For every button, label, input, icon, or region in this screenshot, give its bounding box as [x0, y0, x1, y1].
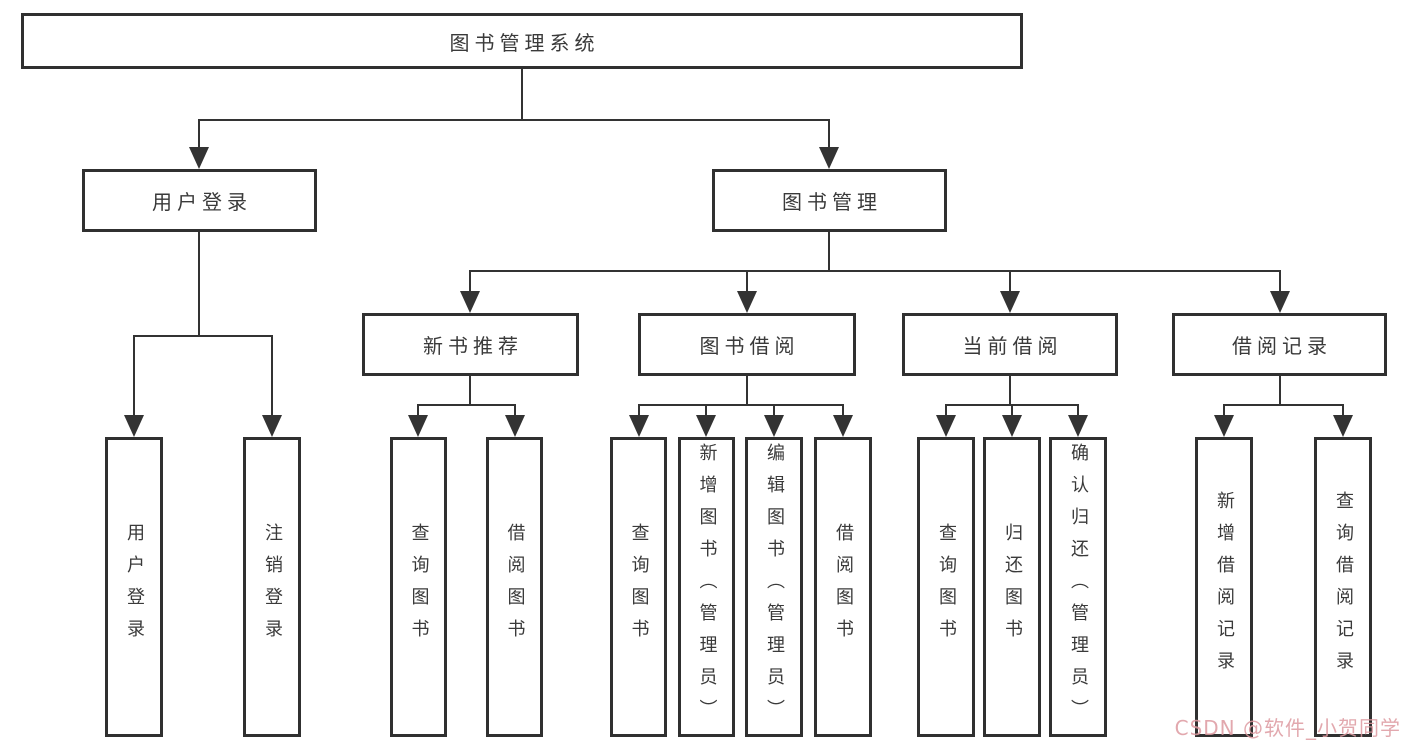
- arrowhead-down: [408, 415, 428, 437]
- arrowhead-down: [833, 415, 853, 437]
- leaf-bb-borrow-book: 借阅图书: [814, 437, 872, 737]
- arrowhead-down: [764, 415, 784, 437]
- connector-line: [133, 335, 135, 417]
- arrowhead-down: [1333, 415, 1353, 437]
- connector-line: [828, 232, 830, 272]
- connector-line: [1009, 270, 1011, 293]
- arrowhead-down: [737, 291, 757, 313]
- leaf-br-add-record: 新增借阅记录: [1195, 437, 1253, 737]
- connector-line: [638, 404, 640, 417]
- connector-line: [705, 404, 707, 417]
- leaf-nb-borrow-book: 借阅图书: [486, 437, 543, 737]
- arrowhead-down: [1002, 415, 1022, 437]
- connector-line: [469, 376, 471, 406]
- leaf-user-login: 用户登录: [105, 437, 163, 737]
- arrowhead-down: [1270, 291, 1290, 313]
- leaf-cb-return-book: 归还图书: [983, 437, 1041, 737]
- connector-line: [514, 404, 516, 417]
- connector-line: [1279, 376, 1281, 406]
- leaf-bb-edit-book-admin: 编辑图书（管理员）: [745, 437, 803, 737]
- leaf-user-logout: 注销登录: [243, 437, 301, 737]
- node-borrow-records: 借阅记录: [1172, 313, 1387, 376]
- arrowhead-down: [1068, 415, 1088, 437]
- leaf-br-query-record: 查询借阅记录: [1314, 437, 1372, 737]
- connector-line: [198, 119, 830, 121]
- connector-line: [133, 335, 273, 337]
- node-root: 图书管理系统: [21, 13, 1023, 69]
- arrowhead-down: [460, 291, 480, 313]
- connector-line: [198, 119, 200, 149]
- connector-line: [469, 270, 1281, 272]
- leaf-bb-query-book: 查询图书: [610, 437, 667, 737]
- connector-line: [1077, 404, 1079, 417]
- connector-line: [469, 270, 471, 293]
- connector-line: [1011, 404, 1013, 417]
- leaf-nb-query-book: 查询图书: [390, 437, 447, 737]
- arrowhead-down: [1000, 291, 1020, 313]
- arrowhead-down: [124, 415, 144, 437]
- leaf-bb-add-book-admin: 新增图书（管理员）: [678, 437, 735, 737]
- connector-line: [828, 119, 830, 149]
- arrowhead-down: [262, 415, 282, 437]
- arrowhead-down: [189, 147, 209, 169]
- arrowhead-down: [505, 415, 525, 437]
- arrowhead-down: [819, 147, 839, 169]
- connector-line: [773, 404, 775, 417]
- leaf-cb-confirm-return-admin: 确认归还（管理员）: [1049, 437, 1107, 737]
- node-new-book-recommend: 新书推荐: [362, 313, 579, 376]
- connector-line: [1342, 404, 1344, 417]
- connector-line: [746, 270, 748, 293]
- connector-line: [1279, 270, 1281, 293]
- connector-line: [1009, 376, 1011, 406]
- node-current-borrow: 当前借阅: [902, 313, 1118, 376]
- connector-line: [1223, 404, 1225, 417]
- node-user-login: 用户登录: [82, 169, 317, 232]
- connector-line: [521, 69, 523, 121]
- node-book-borrow: 图书借阅: [638, 313, 856, 376]
- arrowhead-down: [1214, 415, 1234, 437]
- arrowhead-down: [696, 415, 716, 437]
- connector-line: [945, 404, 947, 417]
- arrowhead-down: [629, 415, 649, 437]
- connector-line: [271, 335, 273, 417]
- connector-line: [1223, 404, 1344, 406]
- connector-line: [417, 404, 516, 406]
- arrowhead-down: [936, 415, 956, 437]
- csdn-watermark: CSDN @软件_小贺同学: [1174, 716, 1401, 740]
- leaf-cb-query-book: 查询图书: [917, 437, 975, 737]
- node-book-management: 图书管理: [712, 169, 947, 232]
- connector-line: [198, 232, 200, 336]
- connector-line: [746, 376, 748, 406]
- connector-line: [638, 404, 844, 406]
- connector-line: [842, 404, 844, 417]
- connector-line: [417, 404, 419, 417]
